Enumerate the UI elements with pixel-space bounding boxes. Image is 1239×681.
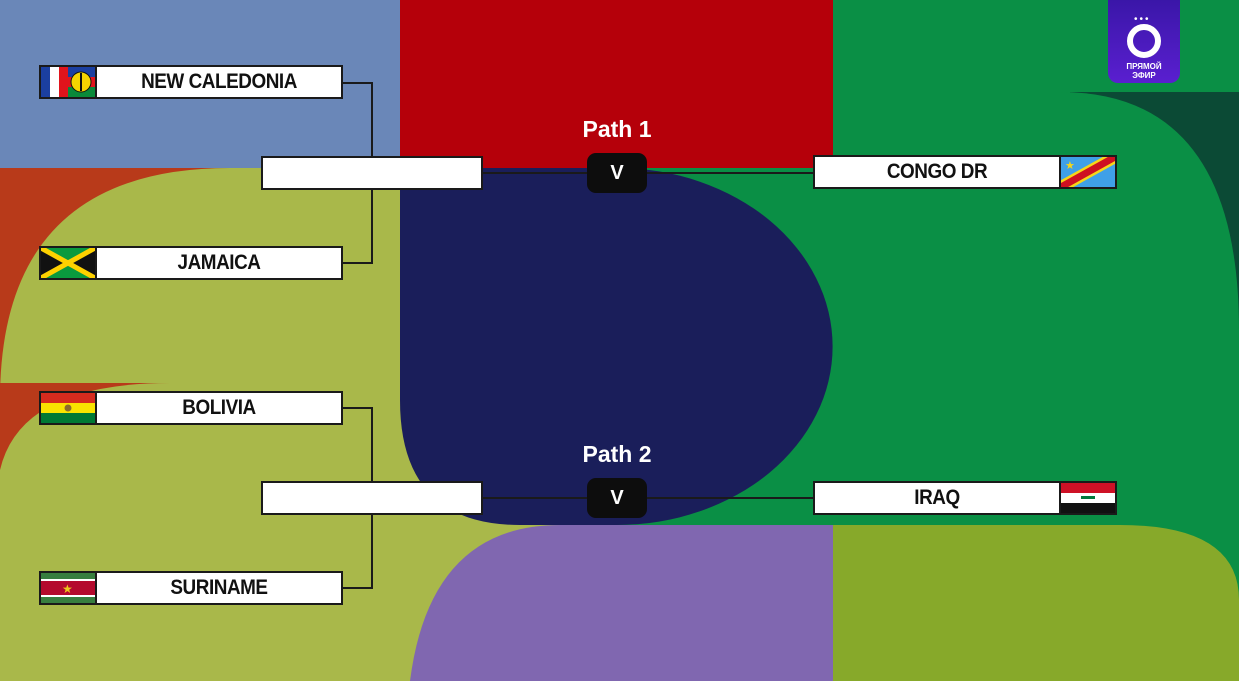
new-caledonia-flag-icon	[41, 67, 97, 97]
path1-semifinal-winner-slot	[261, 156, 483, 190]
live-broadcast-logo: ••• ПРЯМОЙ ЭФИР	[1108, 0, 1180, 83]
iraq-flag-icon	[1059, 483, 1115, 513]
congo-dr-flag-icon: ★	[1059, 157, 1115, 187]
team-congo-dr: ★ CONGO DR	[813, 155, 1117, 189]
jamaica-flag-icon	[41, 248, 97, 278]
team-iraq: IRAQ	[813, 481, 1117, 515]
team-new-caledonia: NEW CALEDONIA	[39, 65, 343, 99]
team-jamaica: JAMAICA	[39, 246, 343, 280]
o-icon	[1127, 24, 1161, 58]
svg-text:★: ★	[62, 582, 73, 596]
team-suriname: ★ SURINAME	[39, 571, 343, 605]
path2-vs-badge: V	[587, 478, 647, 518]
path2-label: Path 2	[582, 441, 652, 467]
svg-text:★: ★	[1065, 160, 1075, 172]
suriname-flag-icon: ★	[41, 573, 97, 603]
path1-vs-badge: V	[587, 153, 647, 193]
path2-semifinal-winner-slot	[261, 481, 483, 515]
bolivia-flag-icon	[41, 393, 97, 423]
team-bolivia: BOLIVIA	[39, 391, 343, 425]
path1-label: Path 1	[582, 116, 652, 142]
